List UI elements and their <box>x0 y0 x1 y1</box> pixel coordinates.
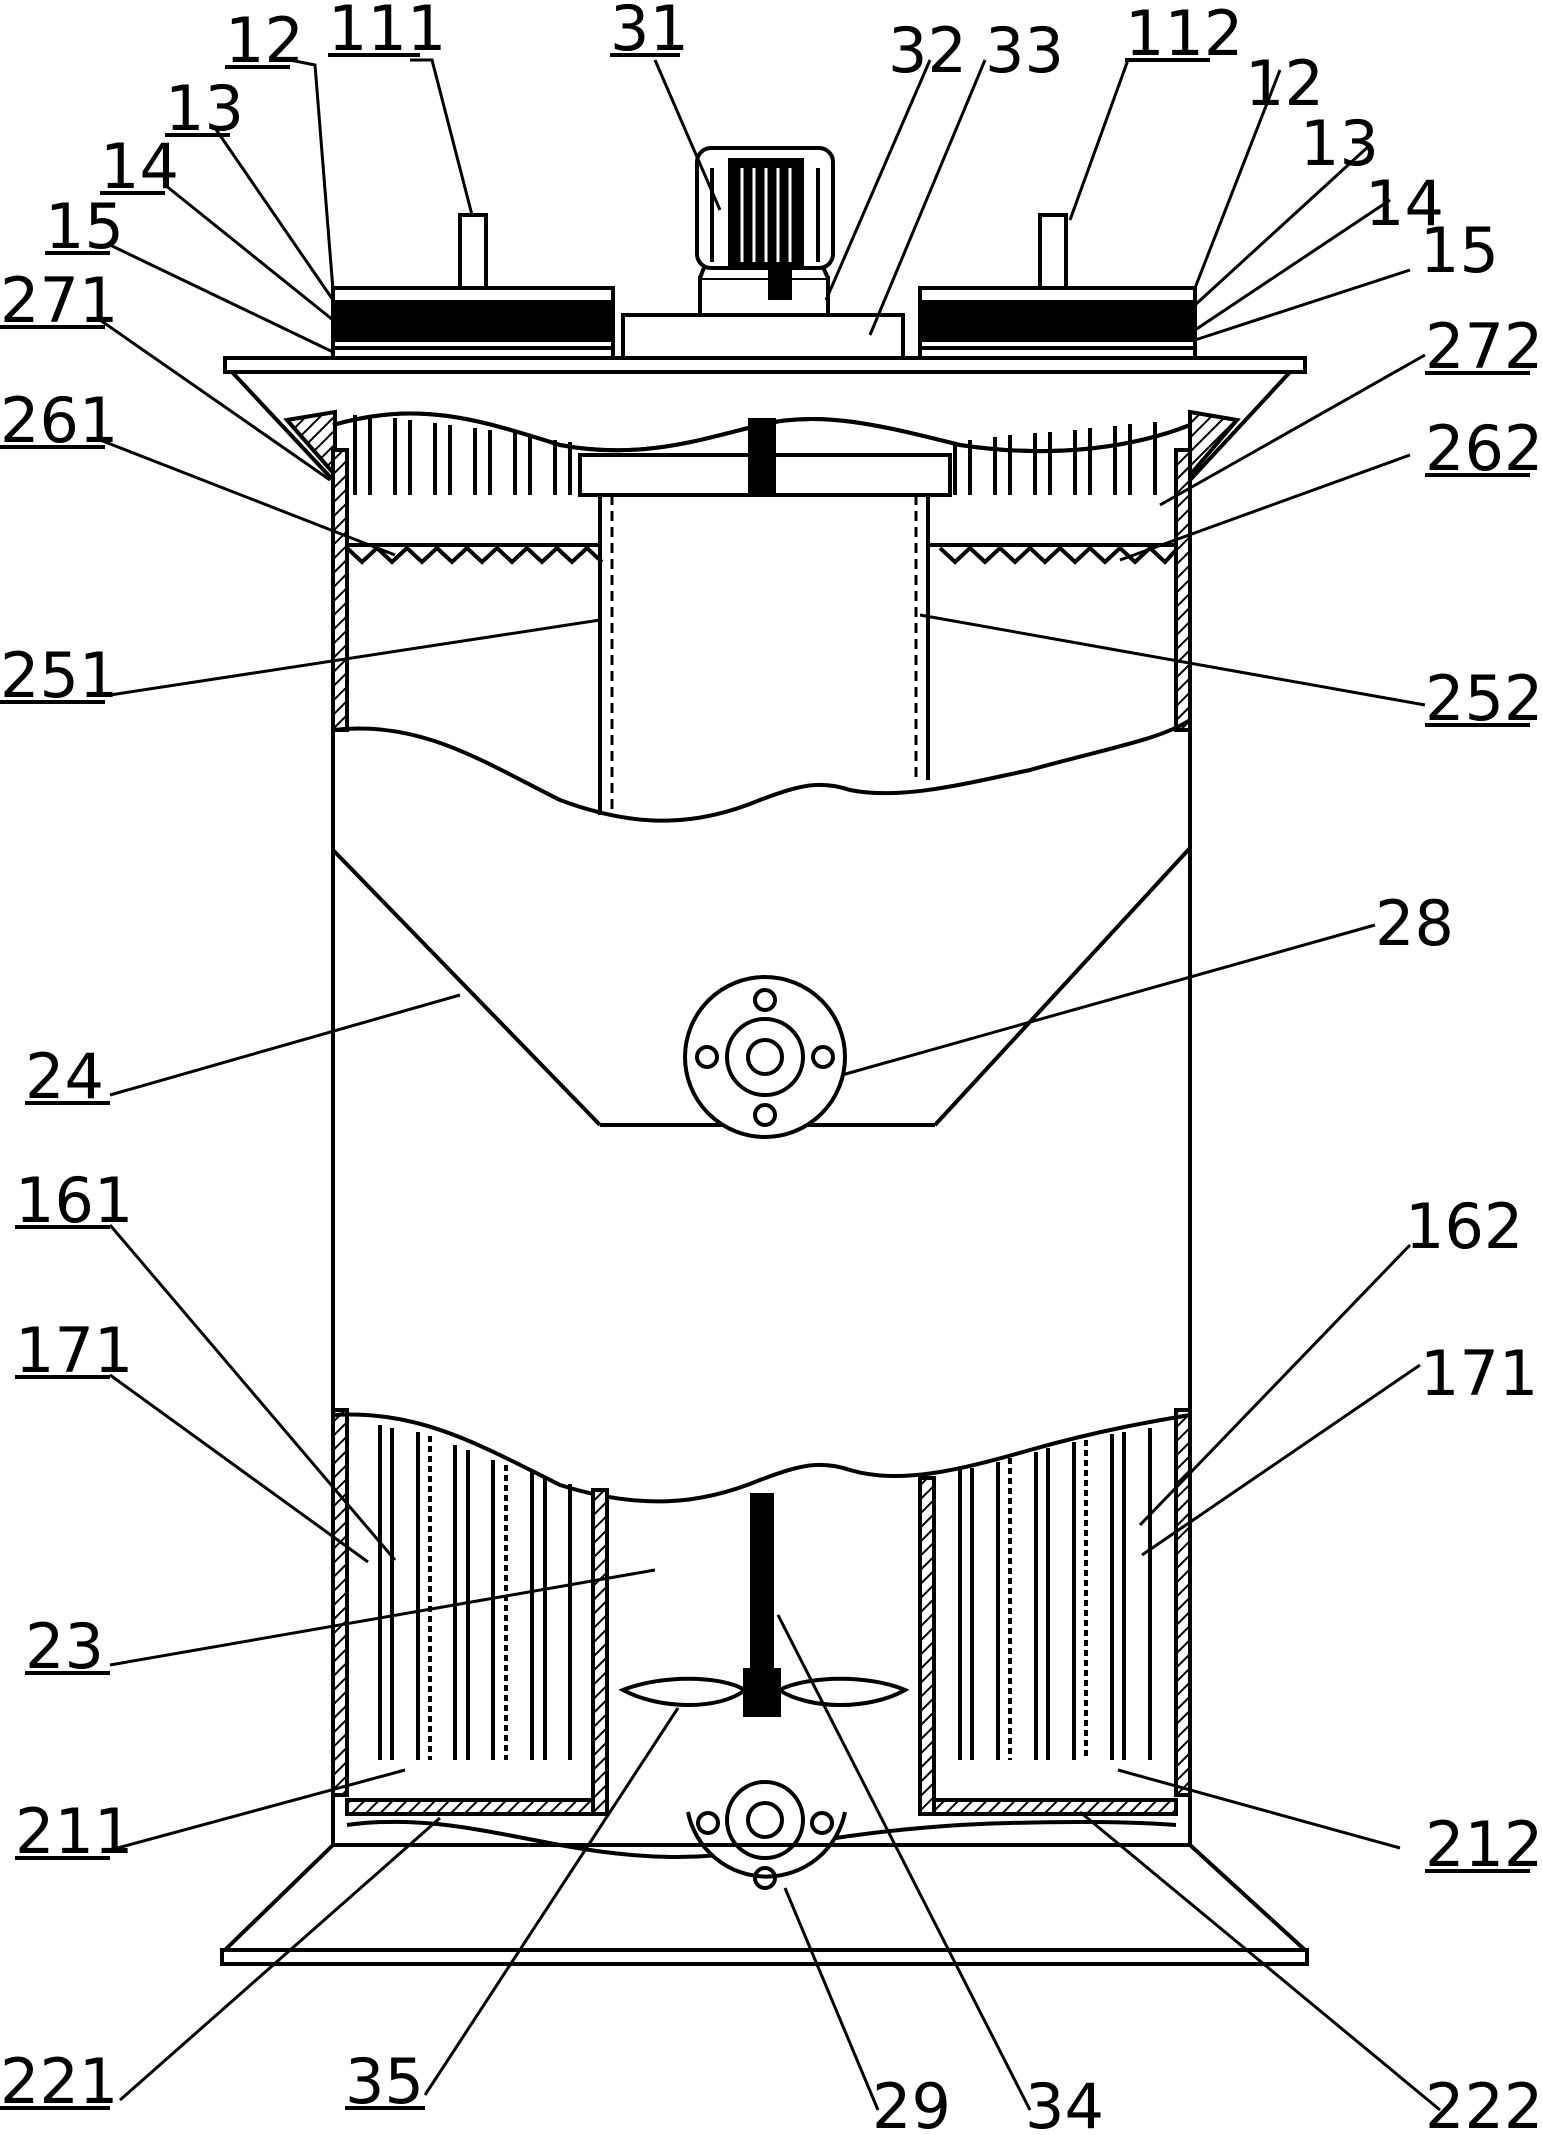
label-32: 32 <box>888 14 967 87</box>
vessel-body <box>220 411 1309 1966</box>
lower-right-box <box>918 1428 1178 1816</box>
label-34: 34 <box>1025 2070 1104 2135</box>
label-222: 222 <box>1425 2070 1542 2135</box>
label-underlines <box>0 53 1530 2110</box>
impeller-35-right <box>774 1676 910 1707</box>
label-171-left: 171 <box>15 1314 133 1387</box>
left-electrode-stack <box>331 213 615 360</box>
right-inlet-pipe-112 <box>1038 213 1068 290</box>
label-171-right: 171 <box>1420 1337 1538 1410</box>
label-13-right: 13 <box>1300 107 1379 180</box>
leader-lines <box>99 58 1441 2112</box>
label-12-right: 12 <box>1245 47 1324 120</box>
left-funnel-line <box>230 370 335 482</box>
label-211: 211 <box>15 1795 133 1868</box>
label-15-right: 15 <box>1420 214 1499 287</box>
impeller-35-left <box>618 1676 749 1707</box>
left-inlet-pipe-111 <box>458 213 488 290</box>
label-13-left: 13 <box>165 72 244 145</box>
label-29: 29 <box>872 2070 951 2135</box>
label-252: 252 <box>1425 662 1542 735</box>
label-15-left: 15 <box>45 190 124 263</box>
label-14-right: 14 <box>1365 167 1444 240</box>
top-plate <box>223 356 1307 374</box>
label-35: 35 <box>345 2045 424 2118</box>
right-plate-12 <box>918 286 1197 304</box>
flange-28 <box>683 975 847 1139</box>
lower-left-box <box>345 1425 609 1816</box>
right-plate-13 <box>918 300 1197 342</box>
label-28: 28 <box>1375 887 1454 960</box>
base-plate <box>220 1948 1309 1966</box>
left-funnel-hatch <box>283 409 337 481</box>
label-221: 221 <box>0 2045 118 2118</box>
left-plate-12 <box>331 286 615 304</box>
left-plate-15 <box>331 346 615 360</box>
upper-left-fins <box>353 415 572 495</box>
label-24: 24 <box>25 1040 104 1113</box>
top-assembly <box>223 146 1307 482</box>
label-251: 251 <box>0 639 118 712</box>
left-plate-13 <box>331 300 615 342</box>
label-262: 262 <box>1425 412 1542 485</box>
label-271: 271 <box>0 264 118 337</box>
motor-31 <box>621 146 905 360</box>
label-12-left: 12 <box>225 4 304 77</box>
cone-right <box>933 846 1192 1127</box>
lower-shaft-34 <box>750 1493 774 1687</box>
right-funnel-hatch <box>1188 409 1241 481</box>
label-212: 212 <box>1425 1808 1542 1881</box>
motor-base-33 <box>621 313 905 360</box>
drawing-linework <box>99 58 1441 2112</box>
upper-right-fins <box>953 422 1157 495</box>
label-14-left: 14 <box>100 130 179 203</box>
flange-29 <box>686 1780 847 1890</box>
label-261: 261 <box>0 384 118 457</box>
label-162: 162 <box>1405 1190 1523 1263</box>
right-electrode-stack <box>918 213 1197 360</box>
right-funnel-line <box>1188 370 1292 482</box>
label-23: 23 <box>25 1610 104 1683</box>
label-272: 272 <box>1425 310 1542 383</box>
label-161: 161 <box>15 1164 133 1237</box>
right-plate-15 <box>918 346 1197 360</box>
cone-left <box>331 848 602 1127</box>
motor-mount-32 <box>698 276 830 317</box>
label-33: 33 <box>985 14 1064 87</box>
